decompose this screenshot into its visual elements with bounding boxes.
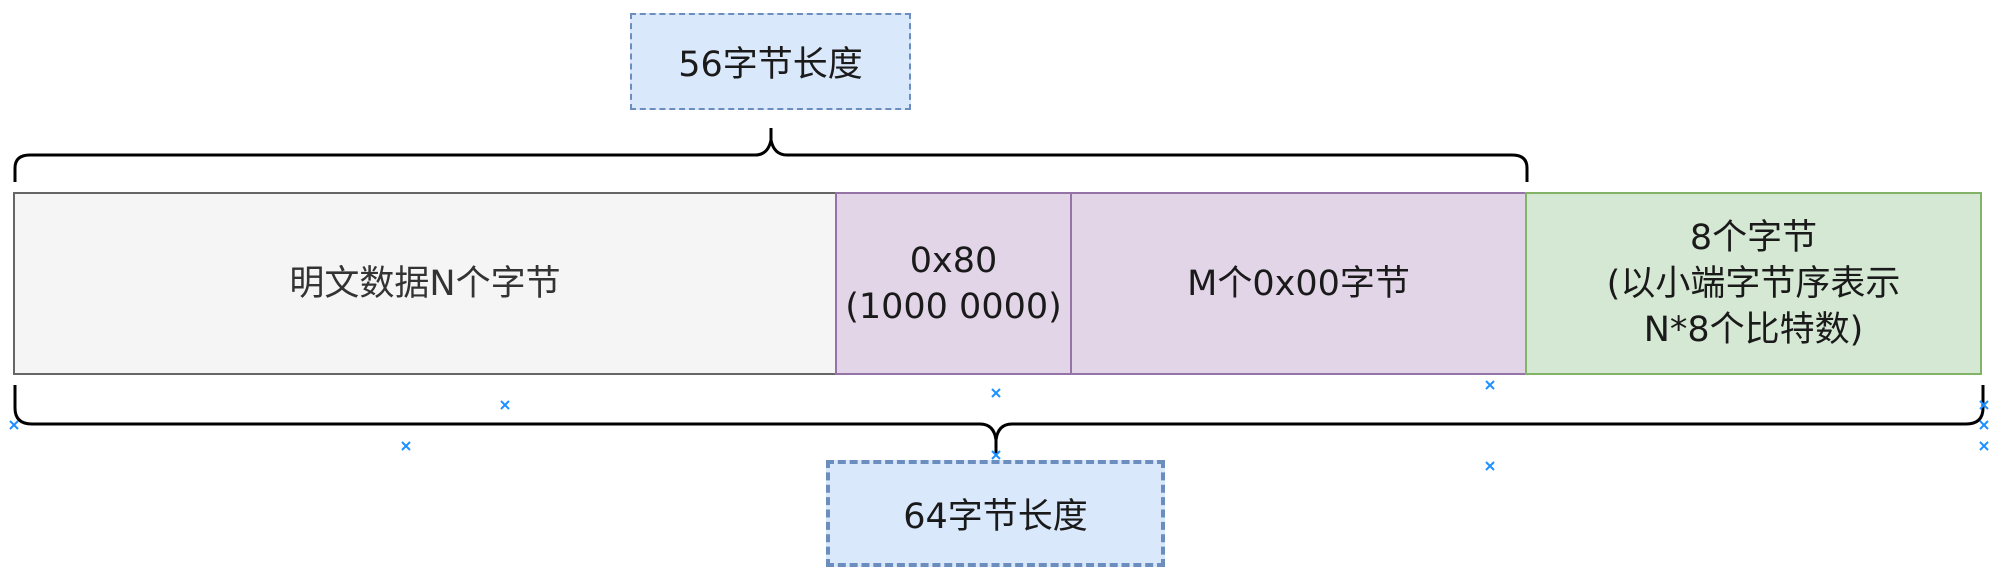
cross-marker [1979,441,1989,451]
zero-padding-text: M个0x00字节 [1187,263,1410,304]
top-length-label: 56字节长度 [630,13,911,110]
cross-marker [1485,461,1495,471]
plaintext-segment: 明文数据N个字节 [13,192,837,375]
cross-marker [9,420,19,430]
cross-marker [1979,420,1989,430]
length-text: 8个字节 (以小端字节序表示 N*8个比特数) [1606,217,1901,350]
padding-marker-text: 0x80 (1000 0000) [845,240,1062,327]
marker-crosses [9,380,1989,471]
plaintext-text: 明文数据N个字节 [289,263,561,304]
cross-marker [1979,400,1989,410]
cross-marker [500,400,510,410]
bottom-brace [13,385,1985,456]
top-brace [13,128,1529,182]
cross-marker [991,450,1001,460]
cross-marker [1485,380,1495,390]
zero-padding-segment: M个0x00字节 [1070,192,1527,375]
cross-marker [401,441,411,451]
bottom-length-text: 64字节长度 [903,497,1088,537]
cross-marker [991,388,1001,398]
top-length-text: 56字节长度 [678,45,863,85]
bottom-length-label: 64字节长度 [826,460,1165,567]
padding-marker-segment: 0x80 (1000 0000) [835,192,1072,375]
length-segment: 8个字节 (以小端字节序表示 N*8个比特数) [1525,192,1982,375]
